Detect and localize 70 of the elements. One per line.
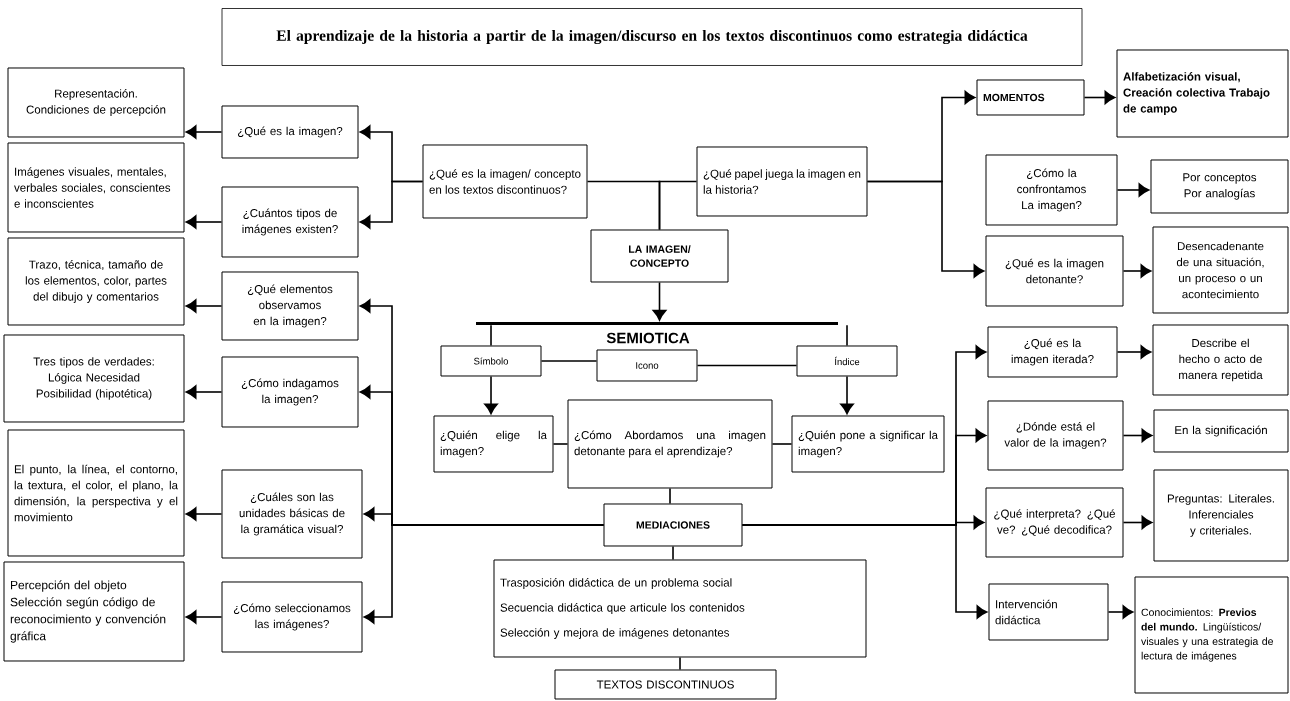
connector (658, 180, 698, 231)
question-box: ¿Dónde está el valor de la imagen? (987, 400, 1124, 471)
category-box: Índice (796, 345, 898, 377)
question-box: ¿Qué papel juega la imagen en la historia? (696, 146, 868, 217)
question-box: ¿Cómo la confrontamos La imagen? (985, 154, 1118, 226)
connector (1116, 183, 1150, 197)
connector (540, 360, 598, 362)
connector (1122, 264, 1152, 278)
category-box: Icono (596, 349, 698, 382)
question-box: Intervención didáctica (988, 583, 1109, 641)
list-box: Trasposición didáctica de un problema social Secuencia didáctica que articule los contenidos Selección y mejora de imágenes detonantes (493, 559, 867, 658)
connector (1122, 515, 1153, 530)
connector (669, 487, 671, 505)
concept-box: MEDIACIONES (603, 503, 743, 547)
connector (696, 364, 798, 367)
answer-box: Trazo, técnica, tamaño de los elementos, color, partes del dibujo y comentarios (7, 237, 185, 326)
question-box: ¿Cómo Abordamos una imagen detonante para el aprendizaje? (567, 399, 773, 489)
answer-box: Tres tipos de verdades: Lógica Necesidad Posibilidad (hipotética) (3, 334, 185, 423)
question-box: ¿Qué es la imagen/ concepto en los textos discontinuos? (422, 144, 588, 219)
connector (866, 180, 985, 278)
connector (846, 324, 848, 347)
connector (679, 656, 681, 671)
answer-box: Preguntas: Literales. Inferenciales y criteriales. (1153, 469, 1289, 562)
connector (185, 610, 223, 624)
connector (185, 299, 223, 313)
connector (1122, 428, 1153, 443)
answer-box: En la significación (1153, 409, 1289, 453)
answer-box: Alfabetización visual, Creación colectiva Trabajo de campo (1116, 49, 1289, 138)
connector (652, 281, 667, 321)
question-box: ¿Qué es la imagen detonante? (985, 235, 1124, 307)
answer-box: Desencadenante de una situación, un proceso o un acontecimiento (1152, 226, 1289, 314)
connector (484, 375, 498, 415)
question-box: ¿Cuáles son las unidades básicas de la gramática visual? (221, 469, 363, 559)
question-box: ¿Cuántos tipos de imágenes existen? (221, 186, 359, 258)
connector (741, 524, 988, 619)
concept-box: MOMENTOS (976, 79, 1085, 116)
connector (552, 443, 569, 445)
connector (1083, 90, 1116, 105)
answer-box: Conocimientos: Previos del mundo. Lingüísticos/ visuales y una estrategia de lectura de imágenes (1134, 576, 1289, 694)
connector (840, 375, 854, 415)
title-box: El aprendizaje de la historia a partir de la imagen/discurso en los textos discontinuos como estrategia didáctica (221, 8, 1083, 66)
question-box: ¿Quién elige la imagen? (433, 415, 554, 473)
answer-box: Por conceptos Por analogías (1150, 159, 1289, 214)
answer-box: Imágenes visuales, mentales, verbales sociales, conscientes e inconscientes (7, 142, 185, 233)
answer-box: El punto, la línea, el contorno, la textura, el color, el plano, la dimensión, la perspectiva y el movimiento (7, 429, 185, 557)
question-box: ¿Quién pone a significar la imagen? (791, 415, 945, 473)
connector (185, 215, 223, 229)
answer-box: Describe el hecho o acto de manera repetida (1152, 324, 1289, 396)
question-box: ¿Qué interpreta? ¿Qué ve? ¿Qué decodifica? (985, 487, 1124, 558)
category-box: Símbolo (440, 345, 542, 377)
answer-box: Percepción del objeto Selección según código de reconocimiento y convención gráfica (3, 561, 185, 662)
answer-box: Representación. Condiciones de percepción (7, 67, 185, 138)
question-box: ¿Qué es la imagen iterada? (987, 326, 1118, 378)
concept-box: LA IMAGEN/ CONCEPTO (590, 229, 729, 283)
connector (359, 180, 424, 229)
connector (185, 507, 223, 521)
connector (490, 324, 492, 347)
heading-label: SEMIOTICA (606, 332, 690, 344)
question-box: ¿Qué elementos observamos en la imagen? (221, 271, 359, 341)
connector (185, 125, 223, 139)
question-box: ¿Cómo seleccionamos las imágenes? (221, 581, 363, 653)
connector (1116, 345, 1152, 359)
question-box: ¿Qué es la imagen? (221, 105, 359, 159)
concept-box: TEXTOS DISCONTINUOS (554, 669, 777, 700)
connector (363, 524, 605, 624)
connector (771, 443, 793, 445)
connector (185, 385, 223, 399)
connector (672, 545, 674, 561)
question-box: ¿Cómo indagamos la imagen? (221, 356, 359, 428)
connector (1107, 605, 1134, 619)
